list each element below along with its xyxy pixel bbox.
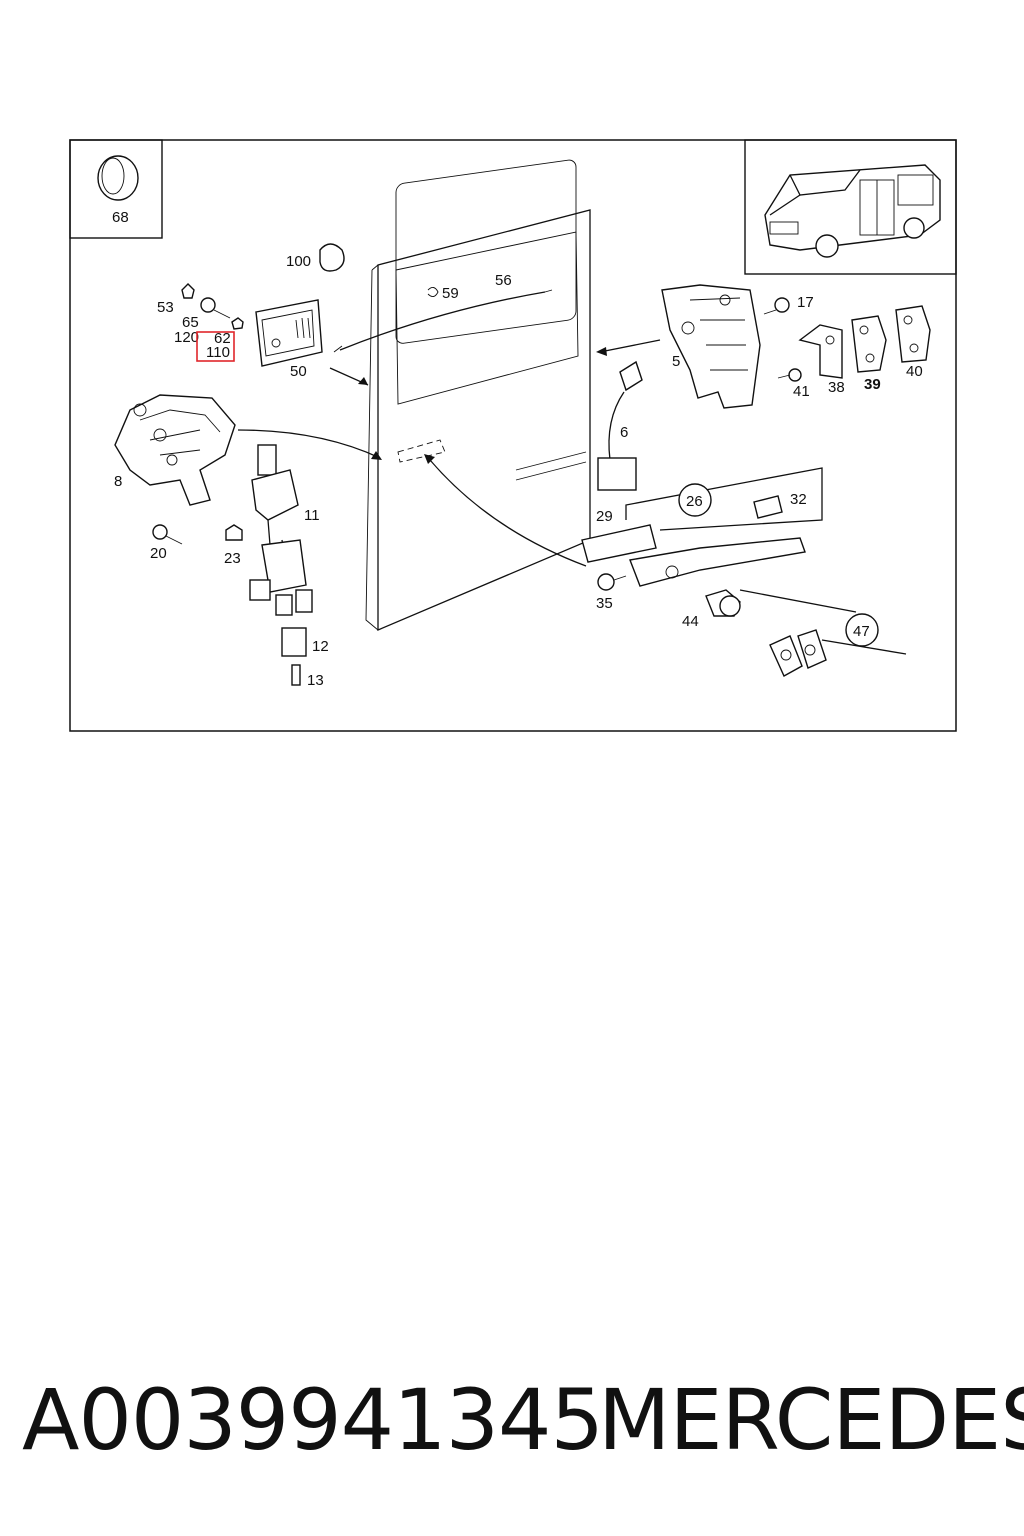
label-50: 50: [290, 363, 307, 380]
cable-56: 59 56: [333, 272, 553, 353]
label-6: 6: [620, 424, 628, 441]
parts-diagram: 68 59 56 100: [69, 139, 957, 732]
label-53: 53: [157, 299, 174, 316]
label-20: 20: [150, 545, 167, 562]
clip-23: 23: [224, 524, 243, 567]
label-44: 44: [682, 613, 699, 630]
screw-35: 35: [596, 573, 627, 612]
label-11: 11: [304, 507, 320, 524]
label-65: 65: [182, 314, 199, 331]
label-110: 110: [206, 344, 230, 361]
label-59: 59: [442, 285, 459, 302]
striker-parts: 17 41 38 39 40: [763, 294, 931, 400]
label-68: 68: [112, 209, 129, 226]
inset-plug-box: 68: [69, 139, 163, 239]
brand-name: MERCEDES: [598, 1371, 1024, 1469]
highlight-box: [196, 331, 235, 362]
actuator-11: 11 12 13: [249, 444, 329, 689]
keys-47: 47: [769, 613, 879, 677]
clip-100: 100: [286, 243, 345, 272]
screw-20: 20: [150, 524, 183, 562]
fasteners-group: 53 65 120 62 110: [157, 283, 244, 362]
label-41: 41: [793, 383, 810, 400]
label-120: 120: [174, 329, 199, 346]
diagram-frame: [69, 139, 957, 732]
label-40: 40: [906, 363, 923, 380]
label-47: 47: [853, 623, 870, 640]
part-number: A0039941345: [22, 1371, 604, 1469]
label-38: 38: [828, 379, 845, 396]
lock-8: 8: [114, 394, 382, 506]
inset-van-box: [744, 139, 957, 275]
label-62: 62: [214, 330, 231, 347]
label-12: 12: [312, 638, 329, 655]
outer-handle-group: 26 32 29: [424, 454, 823, 587]
lock-cylinder-44: 44: [682, 589, 907, 655]
label-29: 29: [596, 508, 613, 525]
inner-handle-50: 50: [255, 299, 369, 386]
door-panel: [365, 159, 591, 631]
label-56: 56: [495, 272, 512, 289]
van-illustration: [764, 164, 941, 258]
label-5: 5: [672, 353, 680, 370]
label-26: 26: [686, 493, 703, 510]
label-23: 23: [224, 550, 241, 567]
label-17: 17: [797, 294, 814, 311]
label-35: 35: [596, 595, 613, 612]
label-100: 100: [286, 253, 311, 270]
label-32: 32: [790, 491, 807, 508]
label-8: 8: [114, 473, 122, 490]
lock-5: 5: [596, 284, 761, 409]
label-39: 39: [864, 376, 881, 393]
label-13: 13: [307, 672, 324, 689]
switch-6: 6: [597, 360, 643, 491]
